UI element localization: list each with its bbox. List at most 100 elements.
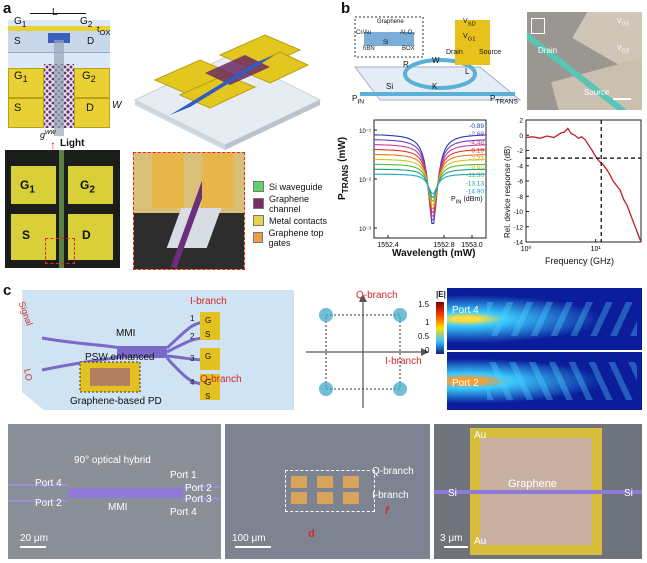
label-si-cross: Si [383, 40, 389, 46]
zoom-render [133, 152, 245, 270]
legend-item: Metal contacts [253, 212, 343, 229]
light-arrow-icon: ↑ [50, 138, 56, 152]
micro3-au-top: Au [474, 430, 487, 441]
label-K: K [432, 82, 438, 91]
legend-entry: -2.69 [469, 131, 484, 138]
colorbar-min: 0 [425, 346, 430, 355]
label-s-mid: S [14, 102, 22, 114]
micro2-d: d [308, 528, 315, 540]
micro2-scale: 100 μm [232, 533, 266, 544]
field-fringes-top [487, 302, 637, 336]
label-mmi: MMI [116, 328, 136, 339]
label-si: Si [386, 82, 394, 91]
label-box: BOX [402, 46, 415, 52]
label-R: R [403, 60, 409, 69]
device-3d-render [133, 34, 322, 150]
ring-schematic [353, 16, 522, 101]
photo-label-vg2: VG2 [617, 45, 630, 55]
micro3-si-right: Si [624, 488, 633, 499]
field-map-bottom [447, 352, 642, 410]
legend-item: Graphene channel [253, 194, 343, 214]
label-gpd: Graphene-based PD [70, 396, 162, 407]
label-tox: tOX [97, 24, 111, 37]
chip-pd-4 [291, 492, 307, 504]
gs-g-3: G [205, 378, 212, 387]
photo-label-source: Source [584, 88, 610, 97]
gs-g-2: G [205, 352, 212, 361]
legend-entry: -4.48 [469, 139, 484, 146]
chip-pd-2 [317, 476, 333, 488]
mmi-bar [68, 488, 183, 498]
label-d-mid: D [86, 102, 94, 114]
legend-entry: -6.19 [469, 148, 484, 155]
micro1-port4: Port 4 [35, 478, 62, 489]
panel-letter-b: b [341, 0, 351, 17]
micrograph-graphene [434, 424, 642, 559]
circle-3: 3 [190, 354, 195, 363]
y-tick-label: -6 [517, 179, 523, 186]
chart2-ylabel: Rel. device response (dB) [503, 145, 512, 238]
colorbar-label: |E| [436, 290, 446, 299]
gs-g-1: G [205, 316, 212, 325]
micro2-q: Q-branch [372, 466, 414, 477]
label-vg1: VG1 [463, 33, 476, 43]
label-W: W [432, 56, 440, 65]
gs-s-3: S [205, 392, 211, 401]
constellation [306, 294, 429, 408]
micro3-si-left: Si [448, 488, 457, 499]
label-al2o3: Al₂O₃ [400, 30, 415, 36]
label-i-branch: I-branch [190, 296, 227, 307]
panel-letter-c: c [3, 282, 12, 299]
contact-s [8, 98, 44, 128]
legend-swatch [253, 181, 264, 192]
label-g1: G1 [14, 16, 27, 29]
gate-g2 [74, 68, 110, 98]
y-tick-label: -12 [514, 224, 524, 231]
micrograph-chip [225, 424, 430, 559]
colorbar-max: 1.5 [418, 300, 430, 309]
chip-pd-1 [291, 476, 307, 488]
label-L: L [52, 7, 58, 18]
y-tick-label: 0 [519, 133, 523, 140]
label-crau: Cr/Au [356, 30, 372, 36]
label-s-top: S [14, 36, 21, 47]
label-ptrans: PTRANS [490, 94, 518, 106]
label-q-branch: Q-branch [200, 374, 242, 385]
label-graphene: Graphene [377, 19, 404, 25]
micro1-title: 90° optical hybrid [74, 455, 151, 466]
legend-entry: -9.60 [469, 164, 484, 171]
legend-entry: -14.90 [466, 189, 485, 196]
micro3-scale: 3 μm [440, 533, 463, 544]
label-g1-mid: G1 [14, 70, 28, 85]
dimension-line-L [30, 13, 86, 14]
x-tick-label: 1552.8 [433, 242, 455, 249]
legend-swatch [253, 215, 264, 226]
series-line [374, 168, 486, 198]
x-tick-label: 1552.4 [377, 242, 399, 249]
photo-label-drain: Drain [538, 46, 558, 55]
label-w: W [112, 100, 122, 111]
label-const-q: Q-branch [356, 290, 398, 301]
micro1-port1: Port 1 [170, 470, 197, 481]
micro-s [11, 214, 56, 260]
series-line [374, 158, 486, 206]
chart2-xlabel: Frequency (GHz) [545, 256, 615, 266]
pic-schematic-lines [41, 312, 220, 400]
label-Lb: L [465, 67, 470, 76]
plot-frame [373, 119, 487, 239]
circle-1: 1 [190, 314, 195, 323]
y-tick-label: 10⁻² [359, 178, 371, 184]
legend-swatch [253, 198, 264, 209]
y-tick-label: -10 [514, 209, 524, 216]
gate-strip [8, 26, 110, 31]
micrograph-hybrid [8, 424, 221, 559]
x-tick-label: 10¹ [591, 246, 602, 253]
micro-g1 [11, 166, 56, 204]
frequency-response-chart: 20-2-4-6-8-10-12-1410⁰10¹10² [514, 118, 642, 253]
device-top-view [8, 20, 110, 136]
circle-4: 4 [190, 378, 195, 387]
series-line [374, 173, 486, 194]
field-port-4: Port 4 [452, 305, 479, 316]
wg-in-1 [8, 484, 68, 486]
